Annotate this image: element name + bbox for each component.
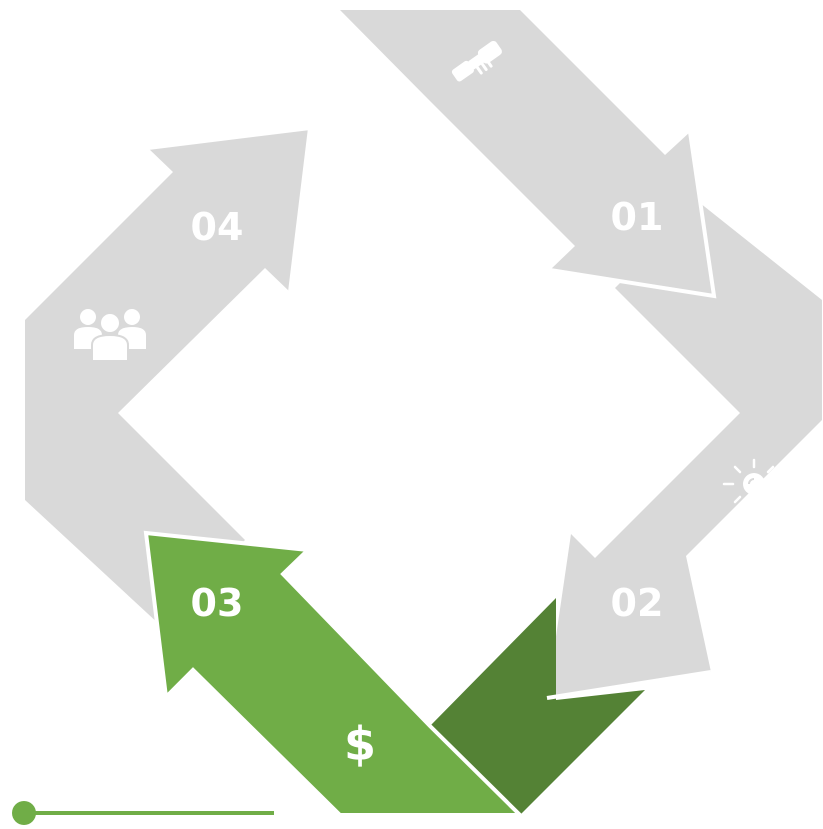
step-01-arrow-shape <box>340 10 714 296</box>
indicator-dot <box>12 801 36 825</box>
step-04-arrow: 04 <box>25 128 310 625</box>
step-01-arrow: 01 <box>340 10 714 296</box>
progress-indicator <box>12 801 274 825</box>
step-04-arrow-shape <box>25 128 310 625</box>
lightbulb-icon <box>722 458 786 504</box>
step-02-arrow-shape <box>547 203 822 698</box>
people-group-icon <box>74 309 146 362</box>
step-03-arrow-shape <box>143 530 525 817</box>
step-03-arrow: 03 $ <box>143 530 525 817</box>
step-03-number: 03 <box>191 581 244 625</box>
step-01-number: 01 <box>611 195 664 239</box>
dollar-icon: $ <box>344 717 376 771</box>
step-02-arrow: 02 <box>547 203 822 698</box>
step-02-number: 02 <box>611 581 664 625</box>
step-04-number: 04 <box>191 205 244 249</box>
handshake-icon <box>451 40 502 82</box>
step-03-fold <box>430 598 645 815</box>
